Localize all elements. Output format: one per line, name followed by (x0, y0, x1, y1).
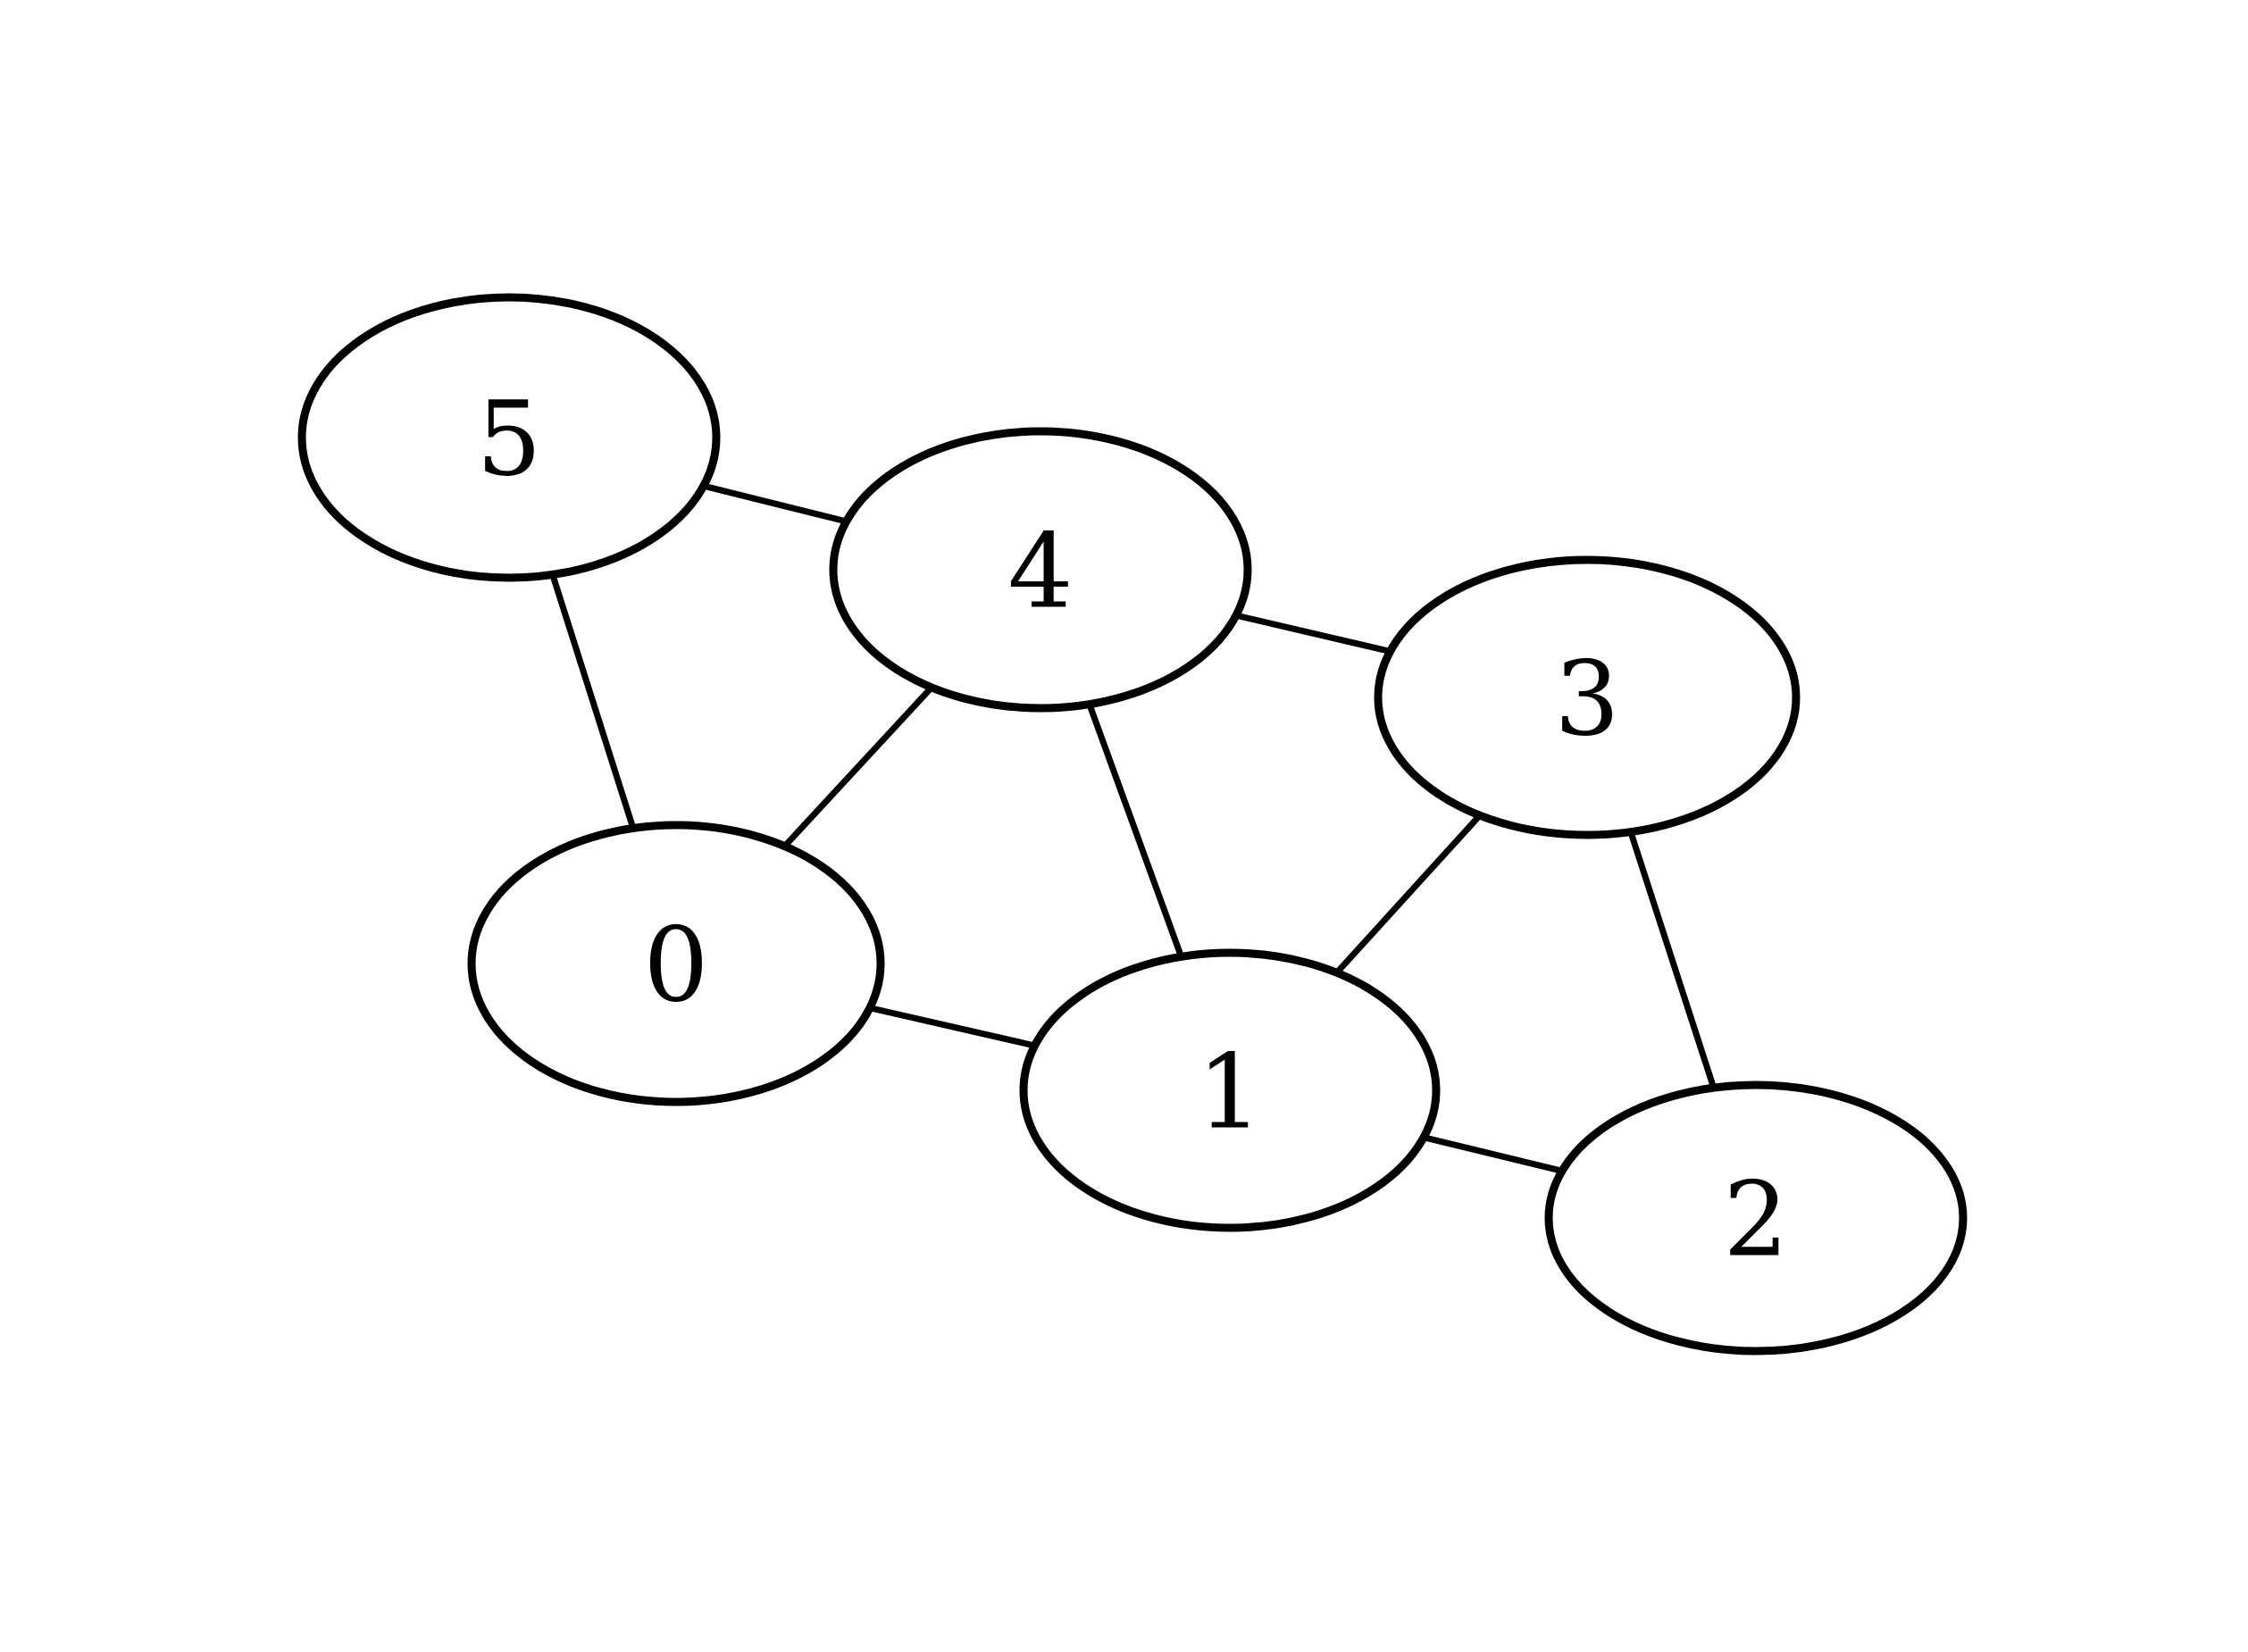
graph-node-4: 4 (829, 427, 1252, 713)
graph-node-2: 2 (1544, 1080, 1968, 1356)
graph-node-label-3: 3 (1554, 639, 1619, 759)
graph-node-ellipse-2 (1544, 1080, 1968, 1356)
graph-node-ellipse-5 (297, 293, 721, 582)
graph-node-1: 1 (1019, 948, 1441, 1232)
graph-node-3: 3 (1374, 555, 1801, 839)
graph-node-label-4: 4 (1007, 512, 1073, 631)
graph-node-label-5: 5 (476, 380, 541, 499)
graph-node-label-1: 1 (1197, 1032, 1262, 1152)
graph-node-ellipse-0 (467, 821, 885, 1106)
graph-node-0: 0 (467, 821, 885, 1106)
graph-node-label-2: 2 (1723, 1160, 1788, 1280)
graph-node-ellipse-1 (1019, 948, 1441, 1232)
graph-node-ellipse-4 (829, 427, 1252, 713)
graph-node-ellipse-3 (1374, 555, 1801, 839)
graph-node-label-0: 0 (643, 905, 708, 1025)
nodes-layer: 5 4 3 0 1 2 (297, 293, 1968, 1356)
graph-node-5: 5 (297, 293, 721, 582)
